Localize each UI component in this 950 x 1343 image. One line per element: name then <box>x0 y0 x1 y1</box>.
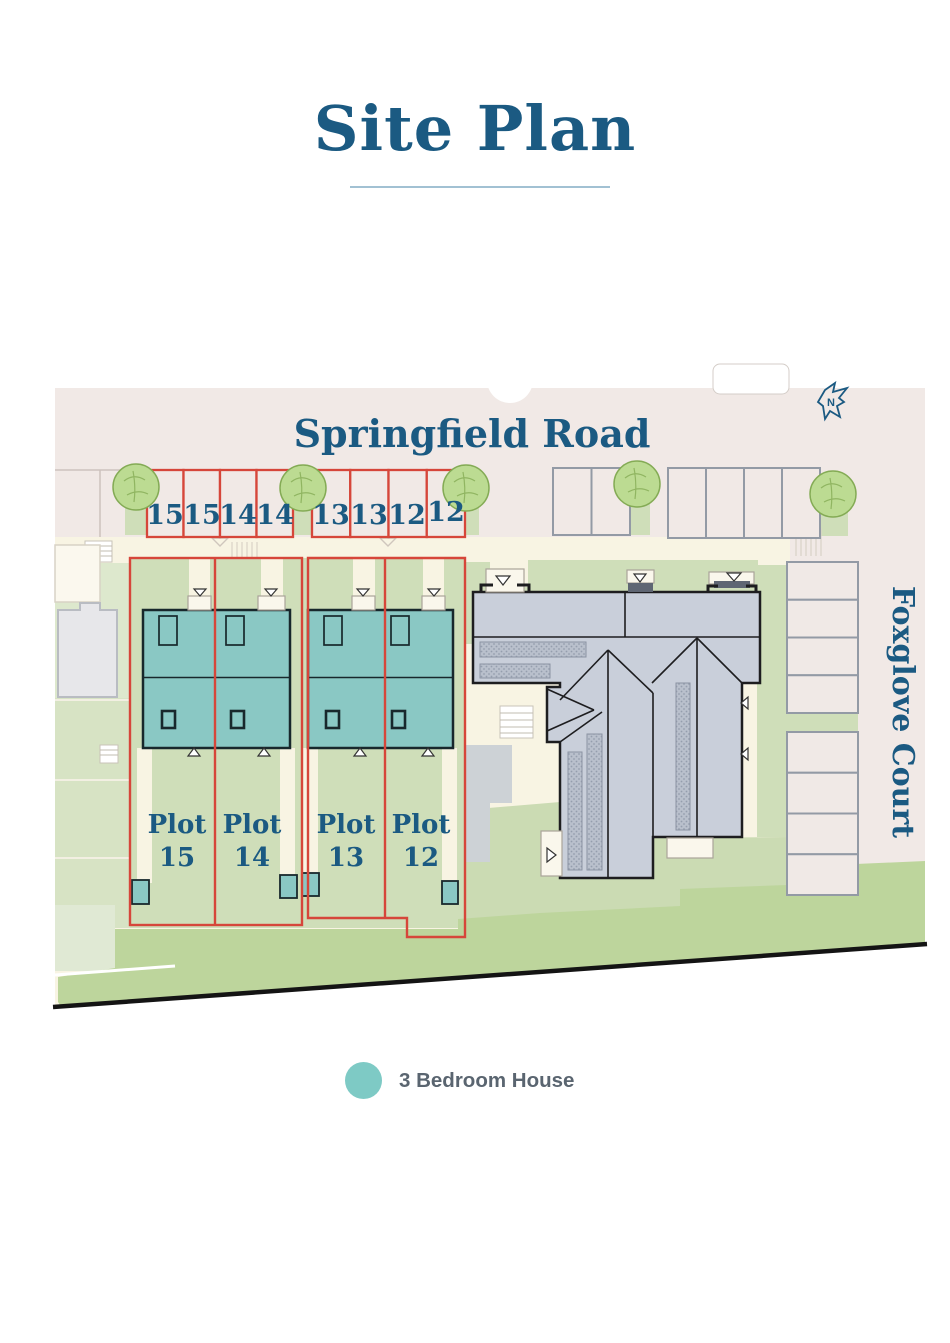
house-porches <box>186 588 446 757</box>
window <box>158 615 178 646</box>
title-underline <box>350 186 610 188</box>
side-door-arrow-icon <box>546 846 557 864</box>
patio <box>465 800 490 862</box>
parking-number: 14 <box>256 500 294 531</box>
plot-boundary-13-12 <box>306 556 467 939</box>
shed <box>131 879 150 905</box>
roof-light <box>479 641 587 658</box>
roof-light <box>586 733 603 871</box>
parking-space <box>786 812 859 856</box>
rear-door-arrow-icon <box>256 747 272 757</box>
parking-space-13 <box>349 468 390 539</box>
house-plots-15-14 <box>141 608 292 750</box>
parking-space <box>705 467 745 539</box>
rear-door-arrow-icon <box>186 747 202 757</box>
entrance-arrow-icon <box>632 573 648 583</box>
plot-number: 12 <box>403 843 439 873</box>
parking-number: 14 <box>219 500 257 531</box>
window <box>229 709 246 730</box>
road-name-label: Springfield Road <box>294 411 651 456</box>
roof-light <box>479 663 551 679</box>
legend: 3 Bedroom House <box>345 1062 574 1099</box>
north-arrow-icon: N <box>816 380 850 422</box>
boundary-seam <box>54 964 176 977</box>
entrance-arrow-icon <box>192 588 208 597</box>
tree-icon <box>279 464 327 512</box>
opposite-building-outline <box>712 363 790 395</box>
patio <box>465 745 512 803</box>
legend-label: 3 Bedroom House <box>399 1068 575 1092</box>
window <box>324 709 341 730</box>
shed <box>279 874 298 899</box>
entrance-arrow-icon <box>725 572 743 582</box>
boundary-green-band <box>58 861 925 1005</box>
parking-space <box>552 467 593 536</box>
existing-building <box>471 568 762 880</box>
parking-space <box>786 636 859 677</box>
road-corner <box>856 372 925 388</box>
page-title: Site Plan <box>313 92 637 165</box>
window <box>225 615 245 646</box>
tree-icon <box>613 460 661 508</box>
parking-number: 15 <box>146 500 184 531</box>
rear-door-arrow-icon <box>420 747 436 757</box>
parking-number: 13 <box>312 500 350 531</box>
parking-space <box>743 467 783 539</box>
rear-door-arrow-icon <box>352 747 368 757</box>
parking-space <box>786 853 859 896</box>
plot-label: Plot <box>317 810 376 840</box>
house-plots-13-12 <box>306 608 455 750</box>
parking-space <box>786 561 859 601</box>
neighbour-building <box>54 544 101 603</box>
roof-light <box>675 682 691 831</box>
steps-icon <box>99 744 119 764</box>
court-name-label: Foxglove Court <box>885 586 920 838</box>
parking-space <box>667 467 707 539</box>
entrance-arrow-icon <box>263 588 279 597</box>
neighbour-garden <box>55 905 115 971</box>
plot-number: 15 <box>159 843 195 873</box>
plot-label: Plot <box>392 810 451 840</box>
parking-space <box>786 674 859 714</box>
parking-space <box>786 598 859 639</box>
site-boundary-line <box>52 941 928 1010</box>
window <box>160 709 177 730</box>
entrance-arrow-icon <box>494 575 512 586</box>
shed <box>301 872 320 897</box>
roof-light <box>567 751 583 871</box>
entrance-arrow-icon <box>355 588 371 597</box>
plot-number: 14 <box>234 843 270 873</box>
side-door-arrow-icon <box>740 695 749 711</box>
parking-space-12 <box>387 468 428 539</box>
visitor-parking-row <box>552 467 821 539</box>
parking-number: 13 <box>350 500 388 531</box>
window <box>390 615 410 646</box>
parking-number: 12 <box>388 500 426 531</box>
parking-number: 15 <box>183 500 221 531</box>
plot-label: Plot <box>148 810 207 840</box>
legend-swatch-3-bedroom <box>345 1062 382 1099</box>
plot-number: 13 <box>328 843 364 873</box>
steps-icon <box>499 705 534 739</box>
tree-icon <box>112 463 160 511</box>
side-door-arrow-icon <box>740 746 749 762</box>
window <box>390 709 407 730</box>
opposite-building-outline <box>487 357 533 403</box>
foxglove-parking <box>786 561 859 896</box>
north-label: N <box>827 397 835 409</box>
trees <box>112 460 857 518</box>
window <box>323 615 343 646</box>
tree-icon <box>442 464 490 512</box>
neighbour-building <box>57 602 118 698</box>
parking-space-14 <box>218 468 258 539</box>
plot-boundaries <box>128 556 467 939</box>
parking-number: 12 <box>427 497 465 528</box>
plot-label: Plot <box>223 810 282 840</box>
parking-space <box>786 731 859 774</box>
entrance-arrow-icon <box>426 588 442 597</box>
parking-space <box>786 771 859 815</box>
tree-icon <box>809 470 857 518</box>
shed <box>441 880 459 905</box>
